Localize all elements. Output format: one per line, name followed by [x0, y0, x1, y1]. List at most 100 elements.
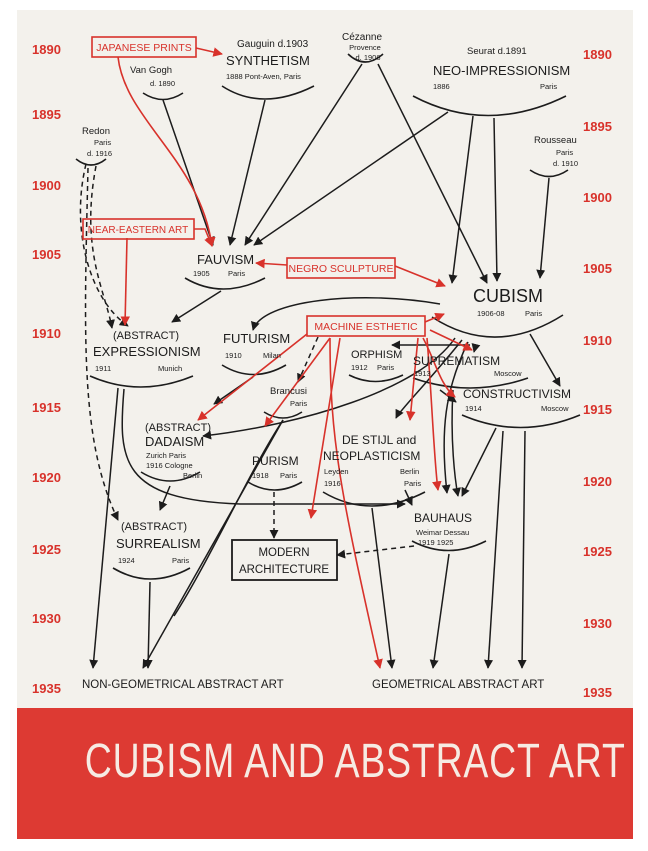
geometrical-label: GEOMETRICAL ABSTRACT ART: [372, 679, 544, 691]
modern-architecture-line1: MODERN: [258, 547, 309, 559]
cezanne-arc: [347, 53, 384, 63]
fauvism-city: Paris: [228, 269, 245, 278]
brancusi-place: Paris: [290, 399, 307, 408]
van-gogh-arc: [142, 92, 184, 101]
influence-boxes: JAPANESE PRINTS NEAR-EASTERN ART NEGRO S…: [82, 36, 426, 337]
surrealism-city: Paris: [172, 556, 189, 565]
modern-architecture-line2: ARCHITECTURE: [239, 564, 329, 576]
rousseau-date: d. 1910: [553, 159, 578, 168]
seurat-label: Seurat d.1891: [467, 46, 527, 57]
near-eastern-art-label: NEAR-EASTERN ART: [88, 225, 188, 236]
brancusi-label: Brancusi: [270, 386, 307, 397]
expressionism-year: 1911: [95, 364, 111, 373]
de-stijl-city1: Leyden: [324, 467, 349, 476]
fauvism-year: 1905: [193, 269, 210, 278]
redon-arc: [75, 158, 107, 166]
orphism-year: 1912: [351, 363, 368, 372]
title-band: CUBISM AND ABSTRACT ART: [17, 708, 633, 839]
dadaism-qualifier: (ABSTRACT): [145, 422, 211, 434]
dadaism-arc: [140, 471, 201, 482]
bauhaus-cities: Weimar Dessau: [416, 528, 469, 537]
red-arrows: [117, 47, 473, 669]
cezanne-label: Cézanne: [342, 32, 382, 43]
de-stijl-year: 1916: [324, 479, 341, 488]
synthetism-arc: [221, 85, 315, 100]
constructivism-arc: [461, 414, 581, 429]
rousseau-label: Rousseau: [534, 135, 577, 146]
year-scale-right: 1890 1895 1900 1905 1910 1915 1920 1925 …: [583, 47, 612, 700]
purism-label: PURISM: [252, 454, 299, 468]
redon-label: Redon: [82, 126, 110, 137]
purism-arc: [247, 481, 303, 491]
modern-architecture-box: [231, 539, 338, 581]
movement-arcs: [75, 53, 581, 580]
purism-year: 1918: [252, 471, 269, 480]
cubism-arc: [431, 314, 564, 338]
brancusi-arc: [263, 411, 303, 419]
year-label: 1915: [32, 400, 61, 415]
year-label: 1920: [32, 470, 61, 485]
paper-background: [17, 10, 633, 710]
de-stijl-city2: Berlin: [400, 467, 419, 476]
year-label: 1905: [32, 247, 61, 262]
surrealism-arc: [112, 567, 191, 580]
dadaism-line1: Zurich Paris: [146, 451, 186, 460]
neo-impressionism-arc: [412, 95, 567, 117]
suprematism-arc: [412, 377, 529, 389]
year-label: 1890: [32, 42, 61, 57]
year-label: 1935: [583, 685, 612, 700]
expressionism-label: EXPRESSIONISM: [93, 344, 201, 359]
year-label: 1925: [583, 544, 612, 559]
fauvism-arc: [184, 277, 266, 290]
futurism-arc: [221, 364, 287, 376]
purism-city: Paris: [280, 471, 297, 480]
expressionism-arc: [89, 375, 194, 388]
year-label: 1900: [32, 178, 61, 193]
orphism-city: Paris: [377, 363, 394, 372]
cubism-year: 1906-08: [477, 309, 505, 318]
year-label: 1930: [583, 616, 612, 631]
van-gogh-label: Van Gogh: [130, 65, 172, 76]
negro-sculpture-label: NEGRO SCULPTURE: [288, 263, 393, 275]
year-label: 1890: [583, 47, 612, 62]
rousseau-arc: [529, 169, 569, 178]
suprematism-year: 1913: [414, 369, 431, 378]
bauhaus-years: 1919 1925: [418, 538, 453, 547]
year-label: 1910: [583, 333, 612, 348]
machine-esthetic-label: MACHINE ESTHETIC: [314, 321, 418, 333]
rousseau-place: Paris: [556, 148, 573, 157]
bauhaus-arc: [411, 540, 487, 552]
neo-impressionism-city: Paris: [540, 82, 557, 91]
orphism-arc: [348, 374, 404, 383]
year-label: 1895: [583, 119, 612, 134]
surrealism-qualifier: (ABSTRACT): [121, 521, 187, 533]
black-arrows: [89, 63, 561, 669]
book-title: CUBISM AND ABSTRACT ART: [84, 735, 626, 788]
cezanne-date: d. 1906: [355, 53, 380, 62]
neoplasticism-label: NEOPLASTICISM: [323, 449, 420, 463]
orphism-label: ORPHISM: [351, 349, 402, 361]
year-label: 1915: [583, 402, 612, 417]
year-label: 1900: [583, 190, 612, 205]
dadaism-line2: 1916 Cologne: [146, 461, 193, 470]
year-scale-left: 1890 1895 1900 1905 1910 1915 1920 1925 …: [32, 42, 61, 696]
gauguin-label: Gauguin d.1903: [237, 39, 309, 50]
constructivism-city: Moscow: [541, 404, 569, 413]
year-label: 1930: [32, 611, 61, 626]
futurism-city: Milan: [263, 351, 281, 360]
bauhaus-label: BAUHAUS: [414, 511, 472, 525]
constructivism-year: 1914: [465, 404, 482, 413]
synthetism-detail: 1888 Pont-Aven, Paris: [226, 72, 301, 81]
van-gogh-date: d. 1890: [150, 79, 175, 88]
year-label: 1910: [32, 326, 61, 341]
fauvism-label: FAUVISM: [197, 252, 254, 267]
futurism-label: FUTURISM: [223, 331, 290, 346]
suprematism-label: SUPREMATISM: [413, 354, 500, 368]
japanese-prints-label: JAPANESE PRINTS: [96, 42, 192, 54]
dashed-arrows: [79, 163, 415, 559]
de-stijl-label: DE STIJL and: [342, 433, 416, 447]
cezanne-place: Provence: [349, 43, 381, 52]
neo-impressionism-year: 1886: [433, 82, 450, 91]
